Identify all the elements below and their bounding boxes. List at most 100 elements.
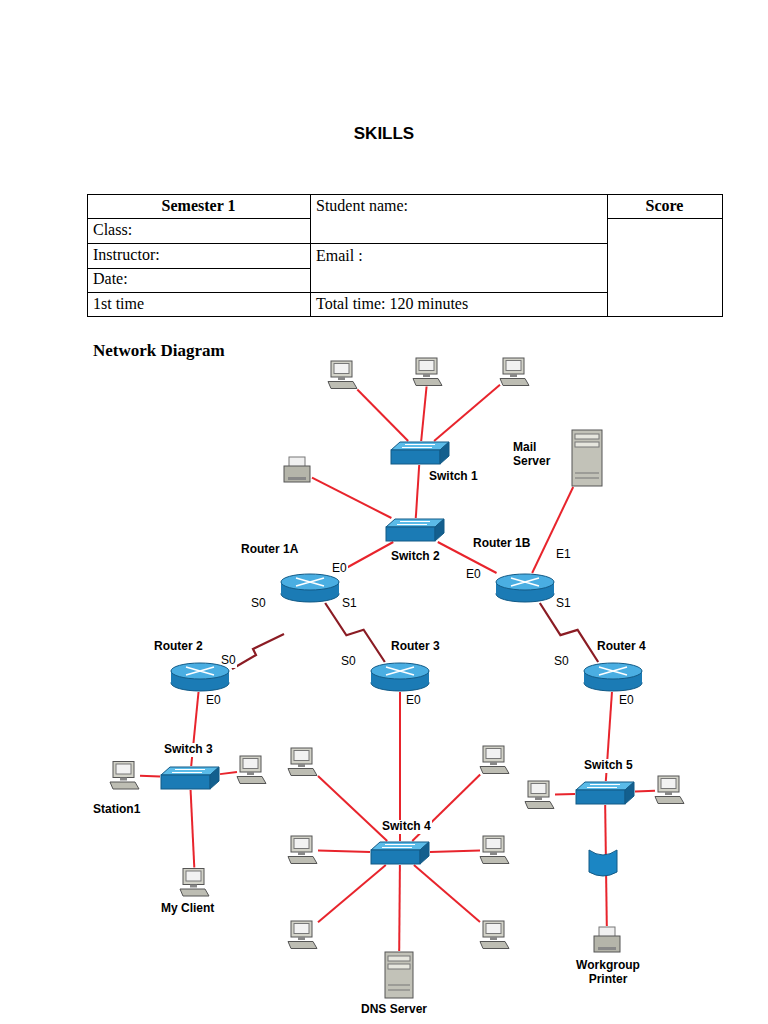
- interface-label: S0: [340, 655, 357, 669]
- icon-shape: [500, 379, 529, 386]
- table-border: [88, 195, 723, 317]
- interface-label: E0: [331, 562, 348, 576]
- icon-shape: [483, 746, 504, 762]
- pc-icon: [288, 836, 317, 864]
- table-cell: Email :: [316, 247, 363, 265]
- table-header: Semester 1: [87, 197, 310, 215]
- switch: Switch 3: [160, 766, 220, 790]
- icon-shape: [402, 445, 435, 448]
- pc-icon: [655, 776, 684, 804]
- icon-shape: [420, 842, 429, 864]
- icon-shape: [625, 782, 634, 804]
- table-rule: [88, 292, 608, 293]
- device-icons: [237, 358, 684, 949]
- table-rule: [88, 243, 608, 244]
- icon-shape: [440, 442, 449, 464]
- icon-shape: [288, 477, 306, 480]
- icon-shape: [510, 374, 517, 377]
- interface-label: S1: [341, 597, 358, 611]
- pc-icon: [413, 358, 442, 386]
- icon-shape: [506, 361, 521, 371]
- ethernet-cable: [318, 776, 387, 841]
- pc-icon: [110, 761, 140, 790]
- table-rule: [608, 218, 723, 219]
- icon-shape: [186, 667, 214, 675]
- icon-shape: [237, 777, 266, 784]
- icon-shape: [655, 797, 684, 804]
- interface-label: S0: [250, 597, 267, 611]
- switch: Switch 1: [390, 441, 450, 465]
- ethernet-cable: [318, 865, 386, 922]
- section-heading: Network Diagram: [93, 341, 225, 361]
- icon-shape: [480, 942, 509, 949]
- device-label: Router 4: [596, 640, 647, 654]
- router: Router 4: [583, 662, 643, 692]
- ethernet-link: [416, 465, 419, 518]
- router: Router 1B: [495, 573, 555, 603]
- interface-label: E0: [405, 694, 422, 708]
- icon-shape: [172, 770, 205, 773]
- icon-shape: [661, 779, 676, 789]
- icon-shape: [388, 964, 410, 969]
- icon-shape: [531, 784, 546, 794]
- interface-label: E0: [205, 694, 222, 708]
- interface-label: S1: [555, 597, 572, 611]
- icon-shape: [486, 749, 501, 759]
- icon-shape: [116, 764, 131, 774]
- ethernet-cable: [318, 850, 370, 852]
- icon-shape: [298, 937, 305, 940]
- router: Router 2: [170, 662, 230, 692]
- icon-shape: [113, 761, 134, 777]
- icon-shape: [511, 578, 539, 586]
- icon-shape: [599, 667, 627, 675]
- icon-shape: [298, 852, 305, 855]
- icon-shape: [386, 667, 414, 675]
- icon-shape: [288, 857, 317, 864]
- switch-icon: [370, 841, 430, 865]
- table-rule: [607, 195, 608, 317]
- icon-shape: [598, 947, 616, 950]
- icon-shape: [576, 790, 625, 804]
- device-label: Station1: [92, 803, 141, 817]
- icon-shape: [388, 956, 410, 961]
- interface-label: E1: [555, 548, 572, 562]
- icon-shape: [288, 942, 317, 949]
- icon-shape: [594, 936, 620, 952]
- icon-shape: [284, 466, 310, 482]
- serial-link: [325, 603, 385, 662]
- table-rule: [88, 268, 311, 269]
- device-label: Mail Server: [512, 441, 566, 469]
- icon-shape: [576, 782, 634, 790]
- icon-shape: [503, 358, 524, 374]
- icon-shape: [171, 663, 229, 679]
- ethernet-link: [399, 692, 401, 841]
- icon-shape: [483, 836, 504, 852]
- icon-shape: [572, 430, 602, 486]
- interface-label: S0: [553, 655, 570, 669]
- pc-icon: [480, 921, 509, 949]
- device-label: Switch 4: [381, 820, 432, 834]
- icon-shape: [435, 519, 444, 541]
- device-label: Router 1B: [472, 537, 531, 551]
- switch: Switch 2: [385, 518, 445, 542]
- icon-shape: [338, 377, 345, 380]
- pc-icon: [328, 361, 357, 389]
- icon-shape: [382, 845, 415, 848]
- device-label: Router 3: [390, 640, 441, 654]
- icon-shape: [665, 792, 672, 795]
- table-cell: Class:: [93, 221, 132, 239]
- hub-icon: [589, 850, 617, 876]
- icon-shape: [161, 775, 210, 789]
- icon-shape: [386, 527, 435, 541]
- header-table: [88, 195, 723, 317]
- icon-shape: [291, 921, 312, 937]
- ethernet-cable: [312, 478, 391, 518]
- icon-shape: [247, 772, 254, 775]
- icon-shape: [535, 797, 542, 800]
- pc-icon: [480, 746, 509, 774]
- icon-shape: [386, 519, 444, 527]
- icon-shape: [391, 450, 440, 464]
- pc-icon: [288, 921, 317, 949]
- device-label: Switch 3: [163, 743, 214, 757]
